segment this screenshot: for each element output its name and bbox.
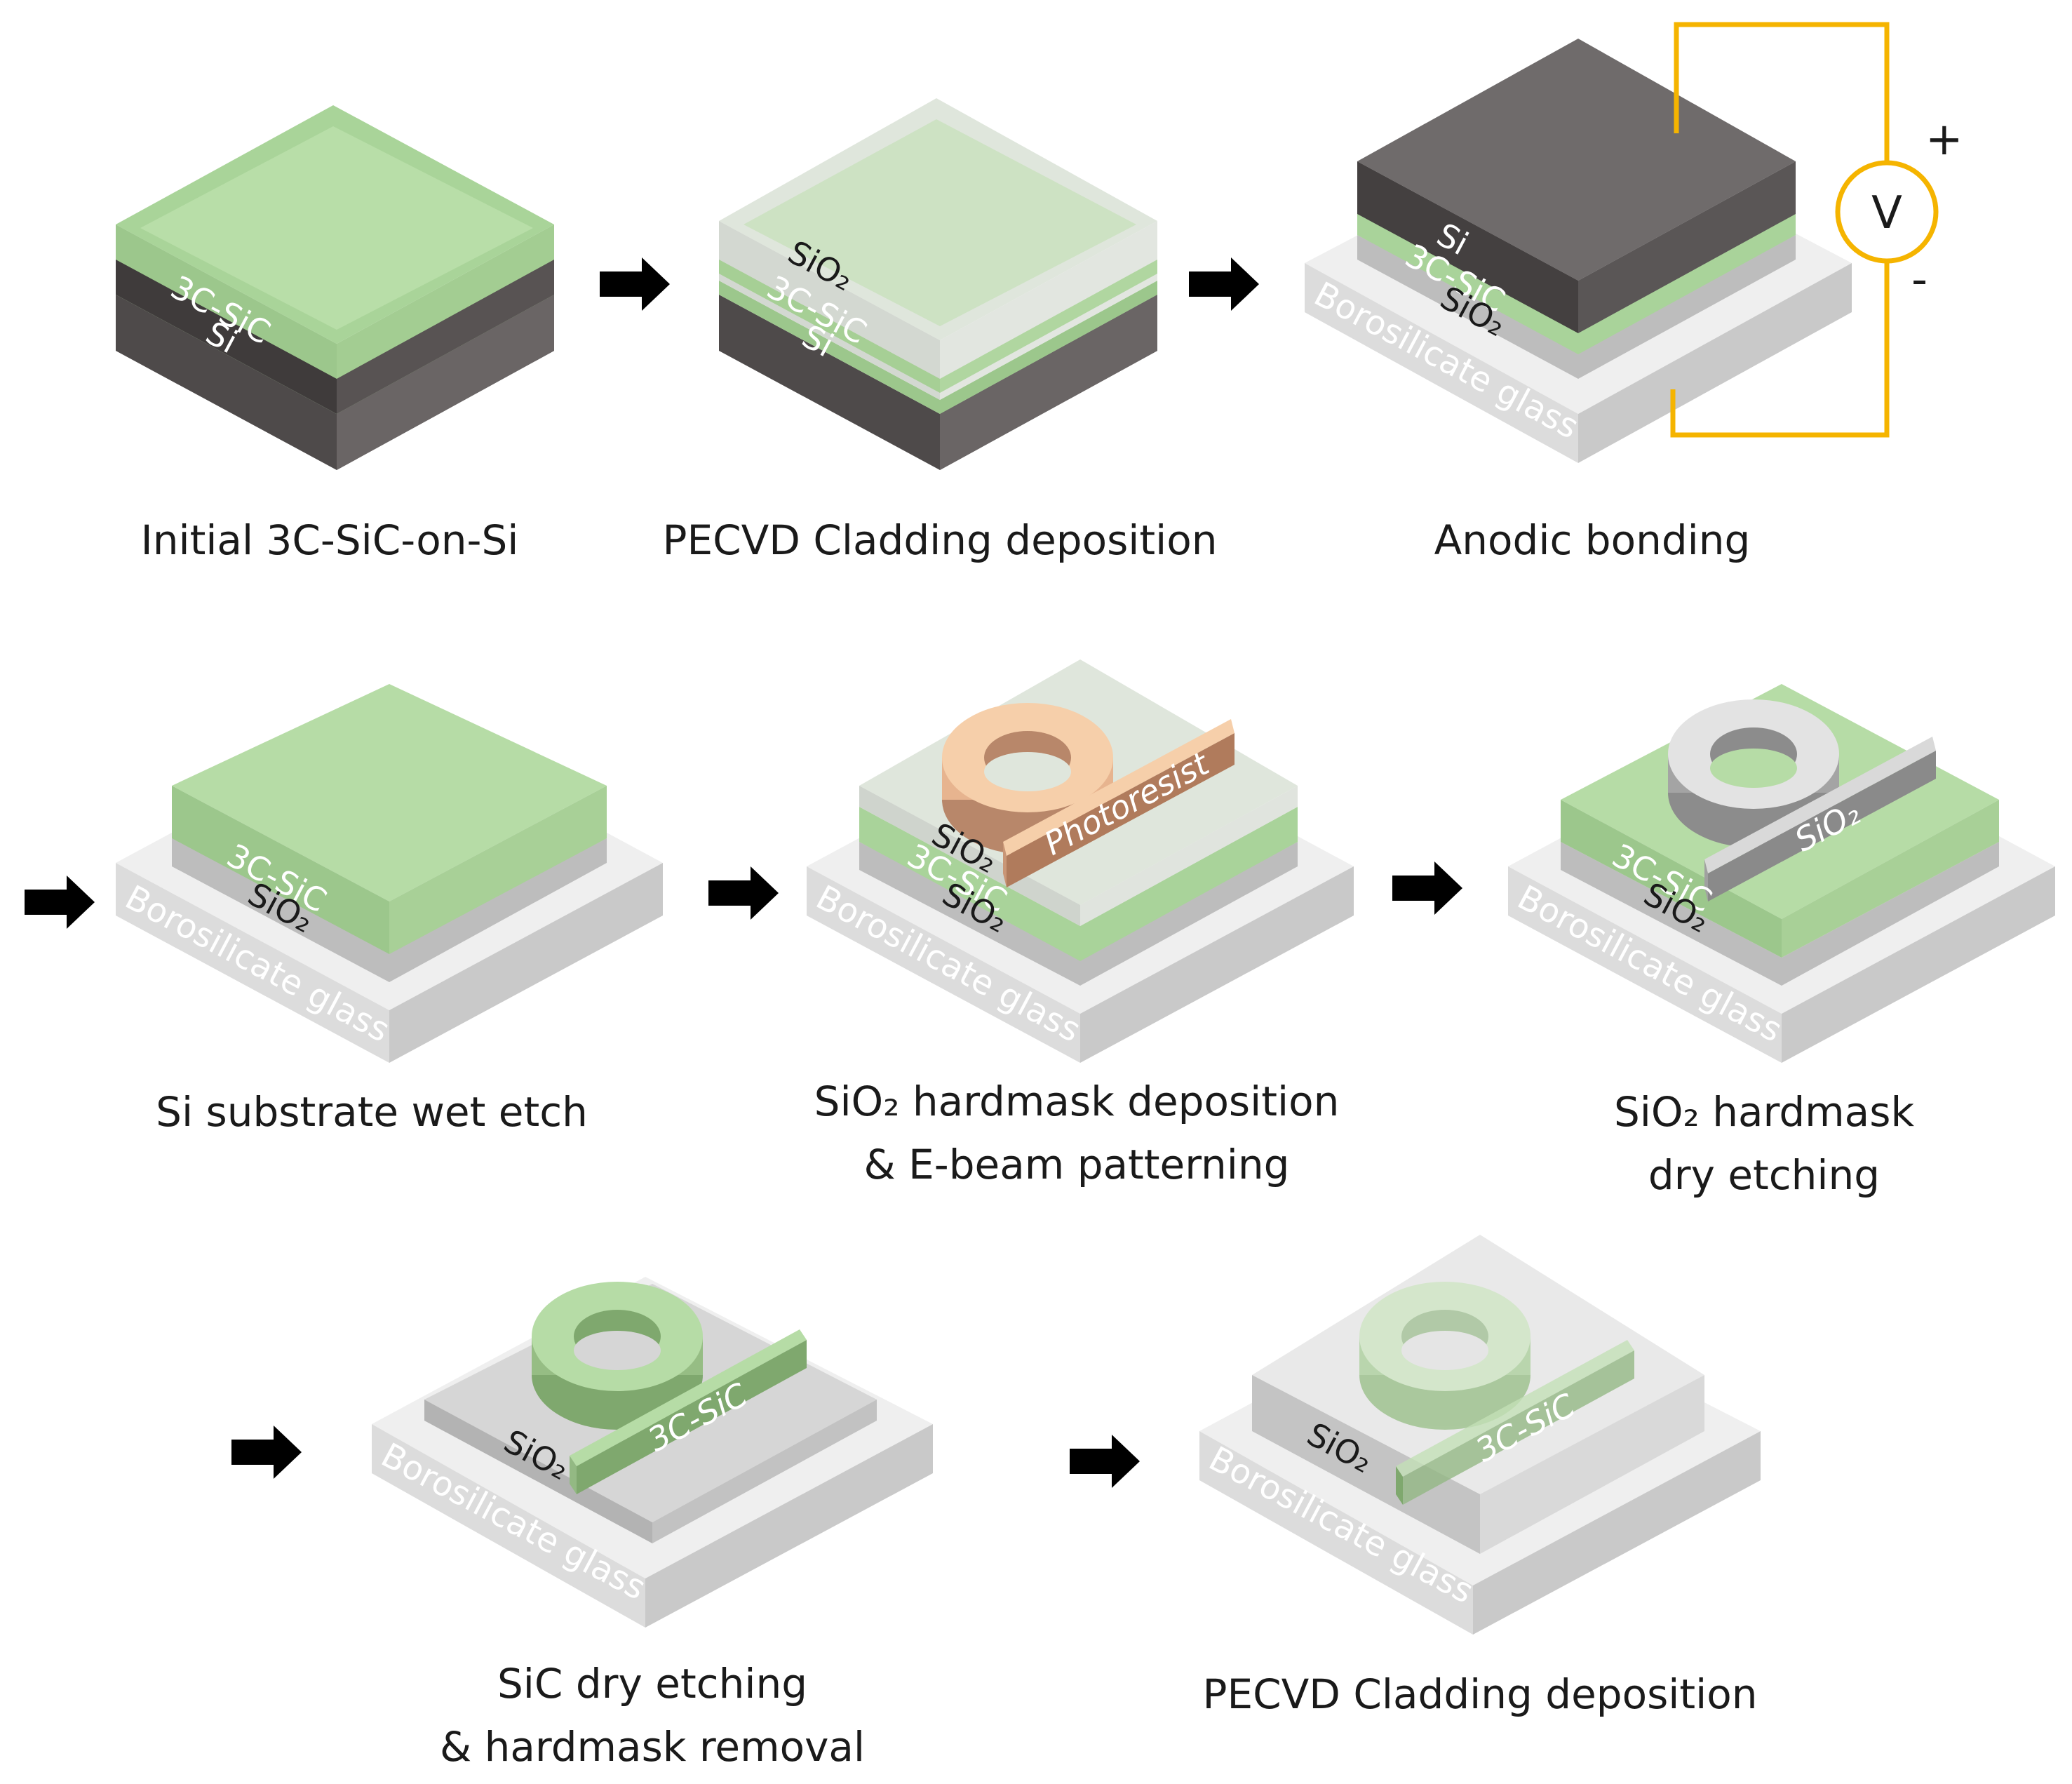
- step-1-initial-wafer: 3C-SiC Si: [116, 105, 554, 470]
- arrow-icon: [708, 866, 779, 920]
- arrow-icon: [231, 1426, 302, 1479]
- plus-sign: +: [1925, 114, 1963, 166]
- minus-sign: -: [1911, 254, 1928, 306]
- voltage-symbol: V: [1871, 187, 1902, 239]
- voltage-source-circuit: V + -: [1670, 22, 1963, 438]
- caption-step-1: Initial 3C-SiC-on-Si: [141, 516, 519, 564]
- step-3-anodic-bonding: Borosilicate glass Si 3C-SiC SiO₂ V + -: [1305, 22, 1963, 463]
- sio2-hardmask-ring: [1668, 699, 1839, 847]
- voltmeter-icon: [1835, 160, 1939, 264]
- step-5-ebeam-patterning: Photoresist Borosilicate glass SiO₂ 3C-S…: [807, 659, 1354, 1063]
- photoresist-ring: [942, 703, 1113, 854]
- caption-step-8: PECVD Cladding deposition: [1202, 1670, 1757, 1718]
- arrow-icon: [25, 876, 95, 929]
- sic-ring-resonator: [532, 1282, 703, 1430]
- caption-step-7-line2: & hardmask removal: [440, 1723, 865, 1771]
- caption-step-4: Si substrate wet etch: [156, 1088, 588, 1136]
- arrow-icon: [1070, 1435, 1140, 1488]
- arrow-icon: [1392, 861, 1462, 915]
- caption-step-3: Anodic bonding: [1434, 516, 1751, 564]
- step-6-hardmask-etch: SiO₂ Borosilicate glass 3C-SiC SiO₂: [1508, 684, 2055, 1063]
- step-7-sic-etch: 3C-SiC Borosilicate glass SiO₂: [372, 1277, 933, 1628]
- caption-step-2: PECVD Cladding deposition: [662, 516, 1217, 564]
- caption-step-5-line2: & E-beam patterning: [863, 1141, 1289, 1188]
- step-4-wet-etch: Borosilicate glass 3C-SiC SiO₂: [116, 684, 663, 1063]
- arrow-icon: [1189, 257, 1259, 311]
- step-2-cladding: SiO₂ 3C-SiC Si: [719, 98, 1157, 470]
- step-8-final-cladding: 3C-SiC Borosilicate glass SiO₂: [1199, 1235, 1761, 1635]
- caption-step-6-line2: dry etching: [1648, 1151, 1880, 1199]
- arrow-icon: [600, 257, 670, 311]
- caption-step-5-line1: SiO₂ hardmask deposition: [814, 1078, 1340, 1125]
- caption-step-7-line1: SiC dry etching: [497, 1660, 807, 1708]
- caption-step-6-line1: SiO₂ hardmask: [1614, 1088, 1914, 1136]
- cladded-ring-resonator: [1359, 1282, 1531, 1430]
